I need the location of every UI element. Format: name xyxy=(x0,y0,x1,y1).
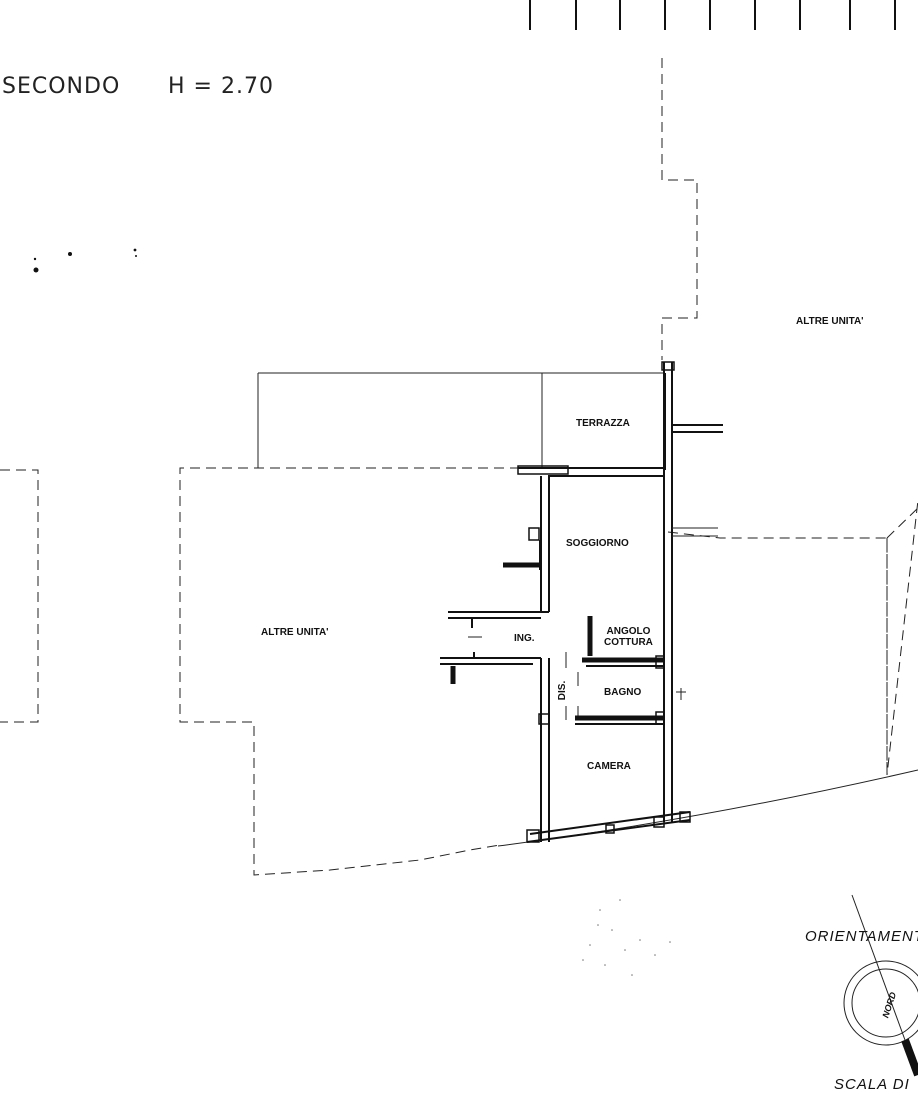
boundary-right-diagonal xyxy=(886,507,918,539)
room-label-ingresso: ING. xyxy=(514,633,535,644)
print-specks xyxy=(33,248,137,273)
floor-label: SECONDO xyxy=(2,74,121,99)
scan-noise xyxy=(582,899,671,976)
room-label-altre-unita-right: ALTRE UNITA' xyxy=(796,316,864,327)
room-label-disimpegno: DIS. xyxy=(557,680,569,701)
room-label-camera: CAMERA xyxy=(587,761,631,772)
boundary-left-units xyxy=(179,467,520,876)
scale-label: SCALA DI xyxy=(834,1076,910,1093)
boundary-top-right xyxy=(661,58,698,360)
apartment-walls xyxy=(440,361,723,843)
boundary-right-units xyxy=(667,499,918,776)
room-label-soggiorno: SOGGIORNO xyxy=(566,538,629,549)
street-curve xyxy=(497,769,918,847)
angolo-line: ANGOLO xyxy=(606,626,651,637)
boundary-far-left xyxy=(0,469,39,723)
room-label-angolo-cottura: ANGOLO COTTURA xyxy=(604,626,653,648)
room-label-altre-unita-left: ALTRE UNITA' xyxy=(261,627,329,638)
compass-rose xyxy=(843,894,918,1077)
room-label-terrazza: TERRAZZA xyxy=(576,418,630,429)
orientation-label: ORIENTAMENTO xyxy=(805,928,918,945)
scale-ticks xyxy=(529,0,896,30)
ceiling-height-label: H = 2.70 xyxy=(168,74,274,99)
room-label-bagno: BAGNO xyxy=(604,687,642,698)
cottura-line: COTTURA xyxy=(604,637,653,648)
